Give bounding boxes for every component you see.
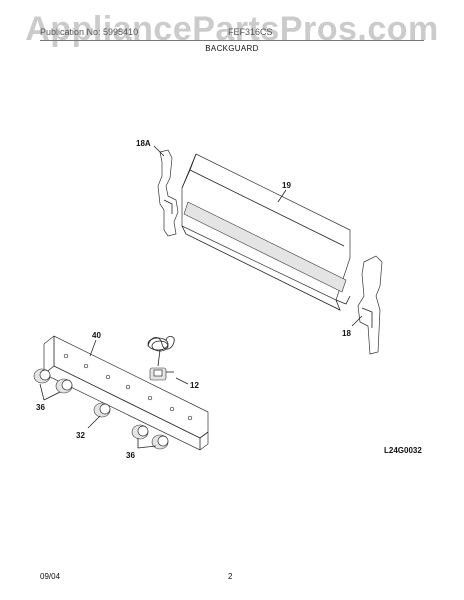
header-model: FEF316CS (228, 27, 273, 37)
leader-36-bottom-b (137, 445, 157, 449)
backguard-panel-19 (181, 153, 351, 311)
bracket-18a (157, 149, 179, 237)
leader-32 (87, 415, 101, 429)
diagram-code: L24G0032 (384, 446, 422, 455)
switch-12 (147, 336, 175, 381)
leader-12 (175, 377, 189, 385)
control-panel-40 (43, 335, 209, 451)
callout-12: 12 (190, 381, 199, 390)
callout-19: 19 (282, 181, 291, 190)
callout-36-left: 36 (36, 403, 45, 412)
knob-36-a (33, 368, 51, 384)
leader-18a (153, 145, 165, 157)
leader-19 (277, 189, 287, 203)
header-rule (40, 40, 424, 41)
leader-40 (89, 339, 97, 357)
leader-18 (351, 315, 363, 327)
leader-36-left-a (39, 383, 45, 401)
callout-36-bottom: 36 (126, 451, 135, 460)
knob-36-d (151, 434, 169, 450)
knob-32 (93, 402, 111, 418)
section-title: BACKGUARD (205, 44, 259, 53)
knob-36-c (131, 424, 149, 440)
callout-40: 40 (92, 331, 101, 340)
bracket-18 (357, 255, 383, 355)
callout-18: 18 (342, 329, 351, 338)
callout-18a: 18A (136, 139, 151, 148)
header-publication: Publication No: 5995410 (40, 27, 139, 37)
footer-date: 09/04 (40, 572, 61, 581)
footer-page: 2 (228, 572, 233, 581)
callout-32: 32 (76, 431, 85, 440)
leader-36-left-b (43, 391, 61, 401)
knob-36-b (55, 378, 73, 394)
